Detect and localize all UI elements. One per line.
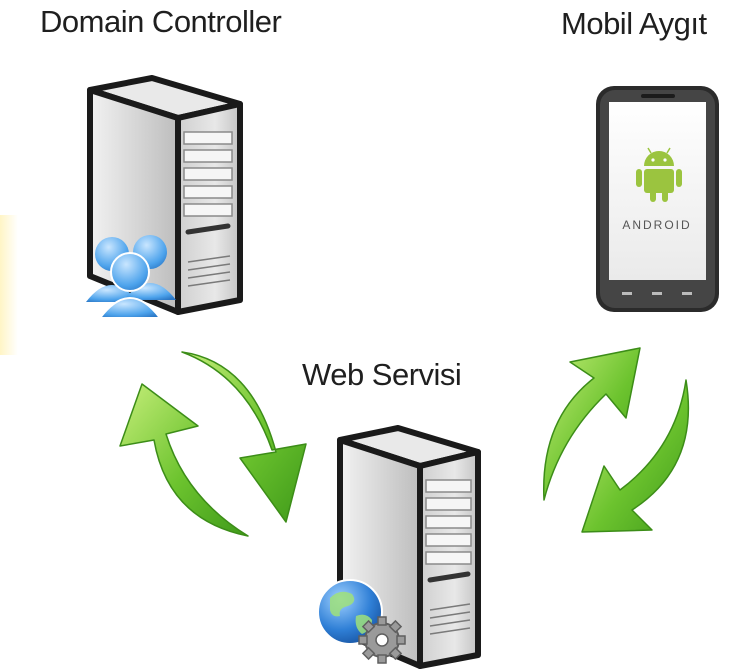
android-phone bbox=[596, 86, 719, 312]
background-glow bbox=[0, 215, 18, 355]
mobile-device-label: Mobil Aygıt bbox=[561, 6, 707, 41]
android-icon bbox=[636, 147, 682, 202]
globe-gear-icon bbox=[317, 579, 406, 664]
arrow-up-to-mobile bbox=[542, 347, 641, 501]
web-service-server bbox=[337, 425, 481, 669]
web-service-label: Web Servisi bbox=[302, 357, 462, 392]
domain-controller-label: Domain Controller bbox=[40, 4, 282, 39]
arrow-down-from-mobile bbox=[581, 379, 690, 533]
android-wordmark: ANDROID bbox=[622, 218, 691, 232]
arrow-down-to-web-service bbox=[181, 351, 307, 523]
users-icon bbox=[86, 235, 176, 319]
arrow-up-to-domain-controller bbox=[119, 383, 249, 537]
